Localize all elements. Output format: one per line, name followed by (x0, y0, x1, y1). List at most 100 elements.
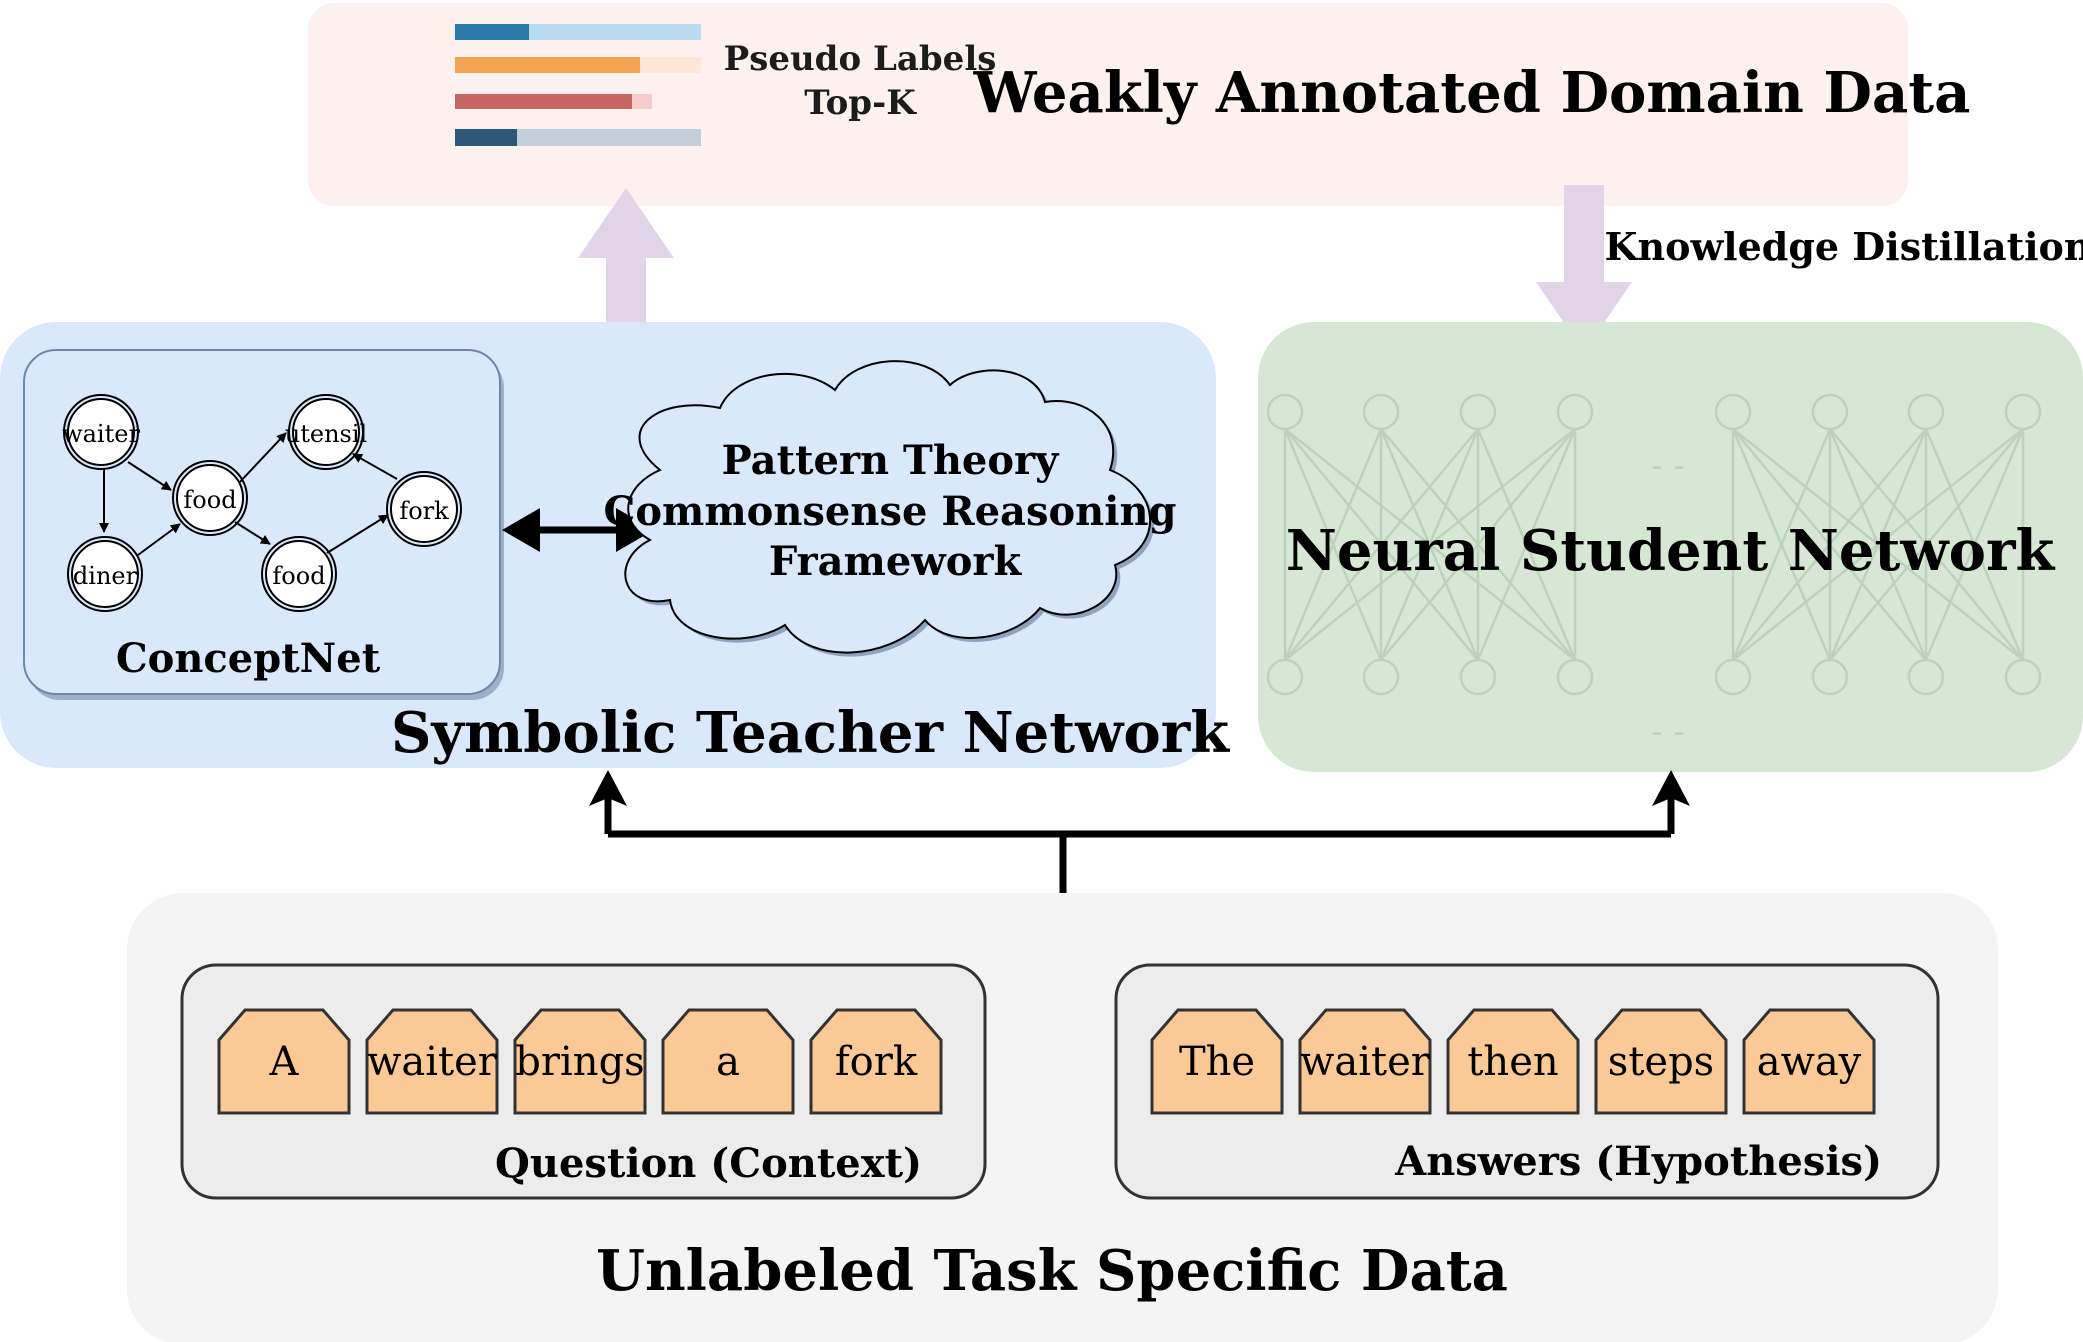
cloud-line-3: Framework (769, 538, 1023, 585)
teacher-title: Symbolic Teacher Network (391, 700, 1230, 766)
nn-node (1811, 658, 1849, 696)
nn-edge (1732, 428, 2024, 661)
token: away (1742, 1008, 1876, 1115)
token: waiter (1298, 1008, 1432, 1115)
weak-data-panel: Pseudo Labels Top-K Weakly Annotated Dom… (308, 3, 1970, 206)
token-text: A (269, 1039, 300, 1085)
nn-node (1266, 393, 1304, 431)
bar-2-fill (455, 57, 640, 73)
conceptnet-label: ConceptNet (116, 635, 381, 682)
token-shape (365, 1008, 499, 1115)
answer-tokens: The waiter then steps away (1150, 1008, 1876, 1115)
token: fork (809, 1008, 943, 1115)
svg-text:waiter: waiter (62, 420, 140, 448)
nn-edge (1476, 428, 1577, 661)
nn-node (2004, 393, 2042, 431)
token-text: then (1467, 1039, 1558, 1085)
token-text: waiter (367, 1039, 498, 1085)
token-text: a (716, 1039, 740, 1085)
token-shape (1446, 1008, 1580, 1115)
node-food-top: food (172, 460, 248, 536)
nn-node (1362, 658, 1400, 696)
conceptnet-edges (99, 432, 398, 556)
nn-node (1907, 393, 1945, 431)
svg-text:food: food (183, 486, 236, 514)
token-shape (1150, 1008, 1284, 1115)
up-arrow-to-weak-data (578, 188, 674, 338)
nn-node (1714, 393, 1752, 431)
top-k-text: Top-K (804, 83, 917, 123)
nn-edge (1283, 428, 1383, 661)
token: The (1150, 1008, 1284, 1115)
nn-edge (1380, 428, 1576, 661)
token-text: waiter (1300, 1039, 1431, 1085)
token-shape (1742, 1008, 1876, 1115)
token-shape (661, 1008, 795, 1115)
student-title: Neural Student Network (1286, 518, 2056, 584)
nn-edge (1731, 428, 1832, 661)
node-food-bottom: food (261, 536, 337, 612)
token: A (217, 1008, 351, 1115)
svg-text:fork: fork (399, 497, 449, 525)
nn-edge (1829, 428, 2024, 661)
svg-text:diner: diner (73, 562, 138, 590)
token-shape (513, 1008, 647, 1115)
reasoning-cloud: Pattern Theory Commonsense Reasoning Fra… (603, 360, 1177, 657)
unlabeled-title: Unlabeled Task Specific Data (596, 1238, 1508, 1304)
token: waiter (365, 1008, 499, 1115)
nn-node (2004, 658, 2042, 696)
token-shape (1594, 1008, 1728, 1115)
answer-box: The waiter then steps away Answers (Hypothes… (1114, 963, 1940, 1200)
nn-node (1362, 393, 1400, 431)
bar-4-fill (455, 129, 517, 146)
node-diner: diner (67, 536, 143, 612)
token-text: away (1757, 1039, 1862, 1085)
nn-edge (1732, 428, 1927, 661)
question-label: Question (Context) (495, 1140, 922, 1187)
pseudo-label-bars (455, 24, 701, 146)
token: brings (513, 1008, 647, 1115)
pseudo-labels-text: Pseudo Labels (724, 39, 997, 79)
bar-3-fill (455, 94, 632, 109)
double-arrow-conceptnet-cloud (502, 508, 654, 552)
token-text: fork (835, 1039, 918, 1085)
nn-node (1556, 393, 1594, 431)
bar-1-fill (455, 24, 529, 40)
token-shape (217, 1008, 351, 1115)
token-shape (1298, 1008, 1432, 1115)
connector-arrows (589, 770, 1690, 893)
student-panel: - - - - Neural Student Network (1258, 322, 2083, 772)
nn-left-block (1266, 393, 1594, 696)
nn-ellipsis-bottom: - - (1651, 712, 1685, 752)
nn-node (1556, 658, 1594, 696)
nn-node (1714, 658, 1752, 696)
knowledge-distillation-label: Knowledge Distillation (1604, 224, 2083, 269)
svg-text:food: food (272, 562, 325, 590)
token: then (1446, 1008, 1580, 1115)
nn-edge (1284, 428, 1576, 661)
token-text: steps (1608, 1039, 1714, 1085)
token: steps (1594, 1008, 1728, 1115)
token-shape (809, 1008, 943, 1115)
nn-edge (1924, 428, 2025, 661)
node-fork: fork (386, 471, 462, 547)
nn-node (1459, 393, 1497, 431)
weak-data-title: Weakly Annotated Domain Data (973, 60, 1971, 126)
nn-node (1266, 658, 1304, 696)
nn-ellipsis-top: - - (1651, 446, 1685, 486)
svg-text:utensil: utensil (285, 420, 367, 448)
token-text: brings (515, 1039, 644, 1085)
cloud-line-2: Commonsense Reasoning (603, 488, 1176, 535)
teacher-panel: waiter food utensil fork diner food Conc (0, 322, 1230, 768)
token: a (661, 1008, 795, 1115)
nn-node (1811, 393, 1849, 431)
conceptnet-box (23, 349, 501, 695)
nn-node (1907, 658, 1945, 696)
cloud-line-1: Pattern Theory (722, 437, 1060, 484)
nn-right-block (1714, 393, 2042, 696)
answer-label: Answers (Hypothesis) (1394, 1138, 1882, 1185)
node-waiter: waiter (62, 394, 140, 470)
nn-edge (1284, 428, 1479, 661)
